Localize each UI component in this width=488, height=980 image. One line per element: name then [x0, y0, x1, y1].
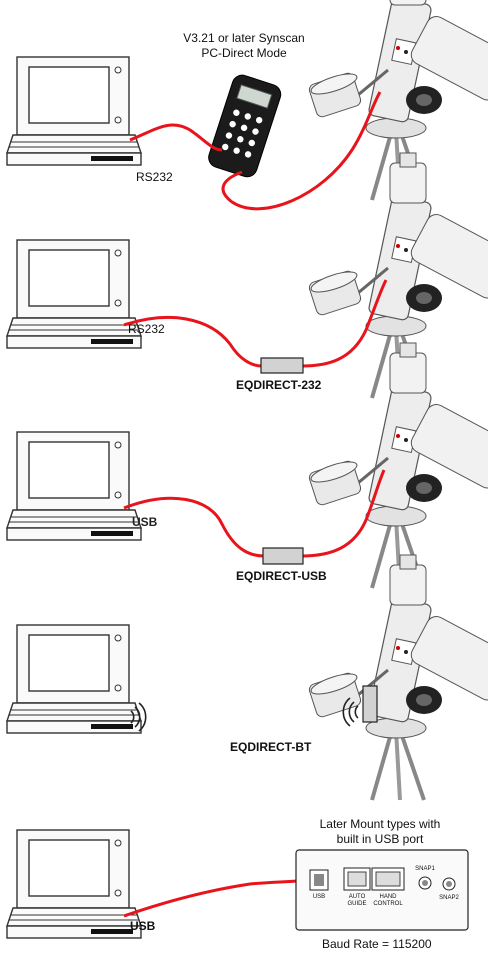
cable-3 [123, 469, 386, 558]
synscan-handset [208, 74, 282, 178]
port-snap1-label: SNAP1 [415, 866, 435, 872]
panel-5 [6, 829, 469, 939]
cable-1b [221, 91, 382, 211]
cable-1a [129, 123, 223, 152]
panel-2 [6, 151, 488, 400]
laptop-1 [6, 56, 142, 166]
laptop-3 [6, 431, 142, 541]
eqdirect-232-adapter [260, 357, 304, 374]
rs232-label-2: RS232 [128, 322, 165, 336]
port-snap2-label: SNAP2 [439, 895, 459, 901]
mount-port-panel [295, 849, 469, 931]
eqdirect-232-label: EQDIRECT-232 [236, 378, 322, 392]
mount-4 [305, 553, 488, 802]
panel-4 [6, 553, 488, 802]
port-hand-control-label: HAND CONTROL [373, 894, 403, 907]
laptop-2 [6, 239, 142, 349]
usb-label-5: USB [130, 919, 156, 933]
port-autoguide-label: AUTO GUIDE [347, 894, 367, 907]
port-usb-label: USB [312, 894, 326, 900]
eqdirect-bt-label: EQDIRECT-BT [230, 740, 312, 754]
eqdirect-usb-label: EQDIRECT-USB [236, 569, 327, 583]
panel-3 [6, 341, 488, 590]
baud-rate-label: Baud Rate = 115200 [322, 937, 432, 951]
eqdirect-bt-adapter [362, 685, 378, 723]
laptop-4 [6, 624, 142, 734]
usb-label-3: USB [132, 515, 158, 529]
mount-usb-caption: Later Mount types with built in USB port [319, 817, 441, 846]
laptop-5 [6, 829, 142, 939]
handset-caption: V3.21 or later Synscan PC-Direct Mode [183, 31, 305, 60]
cable-2 [123, 279, 388, 368]
panel-1 [6, 0, 488, 211]
rs232-label-1: RS232 [136, 170, 173, 184]
cable-5 [123, 878, 311, 918]
eqdirect-usb-adapter [262, 547, 304, 565]
